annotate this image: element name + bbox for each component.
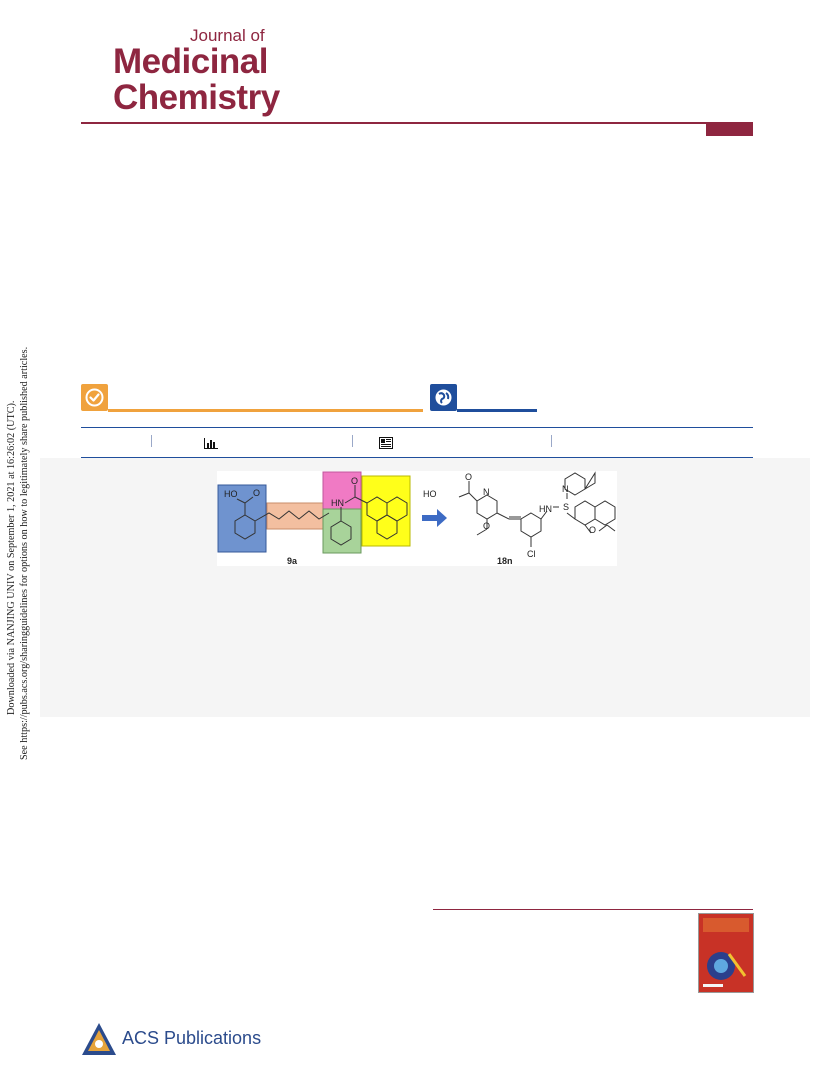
header-tab [706,123,753,136]
atom-label: O [465,472,472,482]
download-notice: Downloaded via NANJING UNIV on September… [0,330,40,760]
atom-label: S [563,502,569,512]
arrow-right-icon [422,509,447,527]
publisher-name: ACS Publications [122,1028,262,1048]
journal-title: Medicinal Chemistry [113,44,280,116]
metric-separator [551,435,552,447]
download-notice-line1: Downloaded via NANJING UNIV on September… [6,401,17,715]
atom-label: O [253,488,260,498]
globe-icon [435,389,452,406]
open-access-bar [108,409,423,412]
atom-label: N [562,484,569,494]
structure-9a [234,485,408,546]
metrics-bottom-rule [81,457,753,459]
bar-chart-icon[interactable] [204,437,218,449]
global-access-bar [457,409,537,412]
journal-title-line1: Journal of [190,26,265,45]
compound-label-9a: 9a [287,556,298,566]
atom-label: HO [224,489,238,499]
open-access-badge[interactable] [81,384,108,411]
acs-logo-icon [82,1023,116,1055]
toc-graphic: HO O HN O 9a [217,471,617,566]
journal-title-line3: Chemistry [113,78,280,117]
article-icon[interactable] [379,437,393,449]
structure-18n [458,471,616,547]
metric-separator [151,435,152,447]
highlight-linker [266,502,331,530]
atom-label: O [351,476,358,486]
highlight-aniline [322,508,362,554]
header-rule [81,122,753,124]
global-access-badge[interactable] [430,384,457,411]
atom-label: HO [423,489,437,499]
highlight-naphthyl [361,475,411,547]
atom-label: HN [539,504,552,514]
metrics-top-rule [81,427,753,428]
download-notice-line2: See https://pubs.acs.org/sharingguidelin… [19,347,30,760]
check-icon [85,388,104,407]
atom-label: HN [331,498,344,508]
journal-cover-thumbnail[interactable] [698,913,754,993]
atom-label: Cl [527,549,536,559]
atom-label: O [483,521,490,531]
metric-separator [352,435,353,447]
highlight-acid [217,484,267,553]
compound-label-18n: 18n [497,556,513,566]
atom-label: N [483,487,490,497]
journal-title-line2: Medicinal [113,42,268,81]
footer-rule [433,909,753,910]
atom-label: O [589,525,596,535]
